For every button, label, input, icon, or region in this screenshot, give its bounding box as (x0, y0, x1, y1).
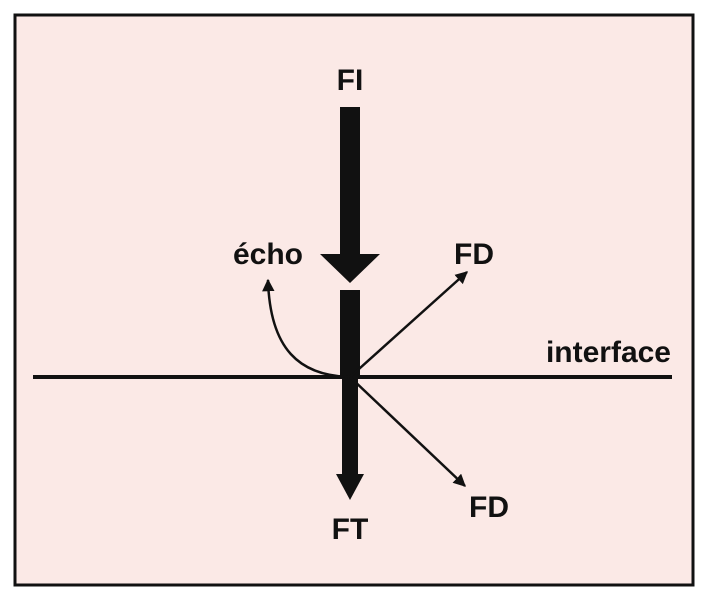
label-transmitted: FT (332, 513, 369, 546)
label-diffracted-lower: FD (469, 491, 509, 524)
transmitted-beam-arrowhead (336, 474, 364, 500)
diffracted-upper-arrow (349, 271, 468, 378)
label-interface: interface (546, 336, 671, 369)
label-echo: écho (233, 238, 303, 271)
label-incident: FI (337, 64, 364, 97)
transmitted-beam-shaft (342, 377, 358, 477)
incident-beam-arrowhead (320, 254, 380, 283)
transmitted-beam-upper (340, 290, 360, 378)
incident-beam-shaft (340, 107, 360, 257)
diffracted-lower-arrow (349, 376, 466, 487)
label-diffracted-upper: FD (454, 238, 494, 271)
echo-arrow (262, 278, 349, 379)
